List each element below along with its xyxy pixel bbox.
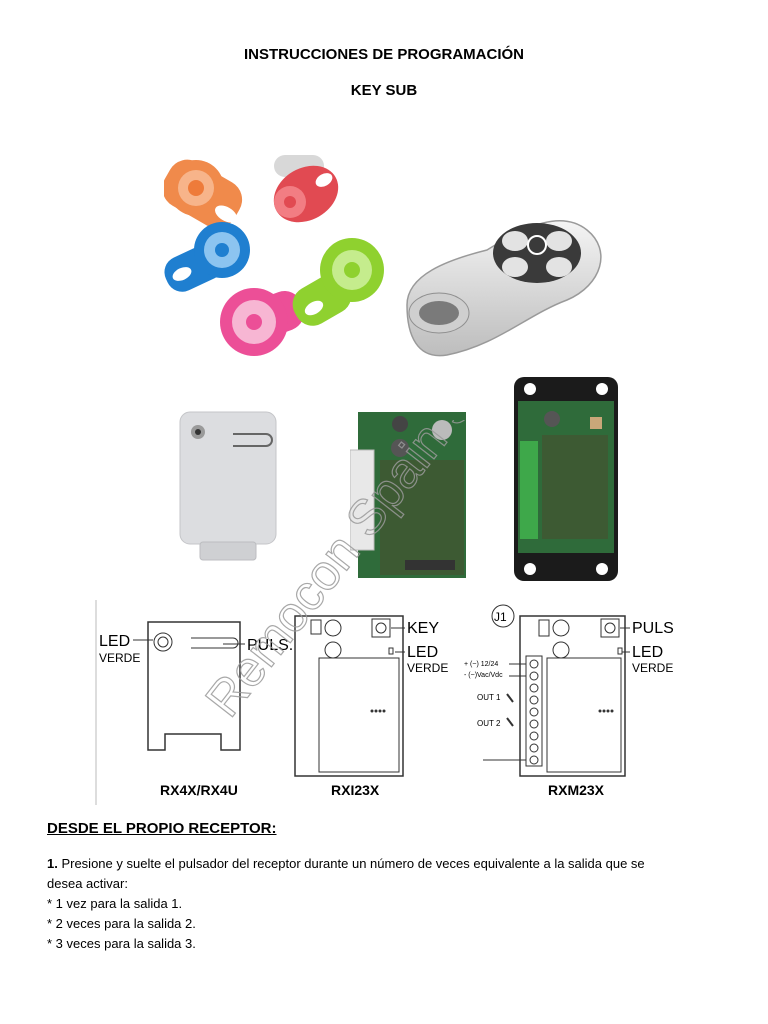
rxi23x-board-photo	[350, 412, 466, 578]
rxi23x-key-label: KEY	[407, 620, 439, 637]
section-title: DESDE EL PROPIO RECEPTOR:	[47, 820, 277, 837]
rx4x-housing-photo	[179, 411, 277, 561]
step-1-paragraph: 1. Presione y suelte el pulsador del rec…	[47, 854, 727, 894]
rxi23x-caption: RXI23X	[331, 782, 380, 798]
rxi23x-diagram: KEY LED VERDE RXI23X	[294, 615, 448, 798]
red-keyfob	[273, 155, 339, 223]
rxm23x-out2-label: OUT 2	[477, 719, 501, 728]
blue-keyfob	[164, 222, 250, 292]
step-1-text: Presione y suelte el pulsador del recept…	[57, 856, 645, 871]
rxm23x-j1-label: J1	[494, 610, 507, 624]
document-title: INSTRUCCIONES DE PROGRAMACIÓN	[243, 46, 524, 63]
outputs-list: * 1 vez para la salida 1. * 2 veces para…	[47, 894, 196, 954]
document-subtitle: KEY SUB	[350, 82, 418, 99]
orange-keyfob	[164, 159, 243, 229]
green-keyfob	[292, 238, 384, 326]
rxm23x-pin-label-2: - (~)Vac/Vdc	[464, 672, 503, 679]
rxm23x-pin-label-1: + (~) 12/24	[464, 661, 498, 668]
rxm23x-caption: RXM23X	[548, 782, 605, 798]
step-1-text-continued: desea activar:	[47, 876, 128, 891]
list-item: * 3 veces para la salida 3.	[47, 936, 196, 951]
rxi23x-led-label: LED	[407, 644, 438, 661]
rx4x-led-sub-label: VERDE	[99, 651, 140, 665]
rxm23x-led-label: LED	[632, 644, 663, 661]
rxm23x-puls-label: PULS	[632, 620, 674, 637]
list-item: * 1 vez para la salida 1.	[47, 896, 183, 911]
keysub-remote-photo	[406, 220, 602, 357]
receiver-wiring-diagram: LED VERDE PULS. RX4X/RX4U KEY LED VERDE …	[95, 600, 674, 805]
rxm23x-diagram: J1 + (~) 12/24 - (~)Vac/Vdc OUT 1 OUT 2 …	[464, 604, 674, 798]
rx4x-caption: RX4X/RX4U	[160, 782, 238, 798]
list-item: * 2 veces para la salida 2.	[47, 916, 196, 931]
colored-keyfobs-photo	[164, 155, 384, 356]
rx4x-led-label: LED	[99, 633, 130, 650]
rxm23x-out1-label: OUT 1	[477, 693, 501, 702]
rxi23x-led-sub-label: VERDE	[407, 661, 448, 675]
step-1-number: 1.	[47, 856, 58, 871]
rxm23x-led-sub-label: VERDE	[632, 661, 673, 675]
rx4x-puls-label: PULS.	[247, 637, 293, 654]
rxm23x-board-photo	[514, 377, 618, 581]
pink-keyfob	[220, 288, 304, 356]
rx4x-diagram: LED VERDE PULS. RX4X/RX4U	[99, 621, 293, 798]
